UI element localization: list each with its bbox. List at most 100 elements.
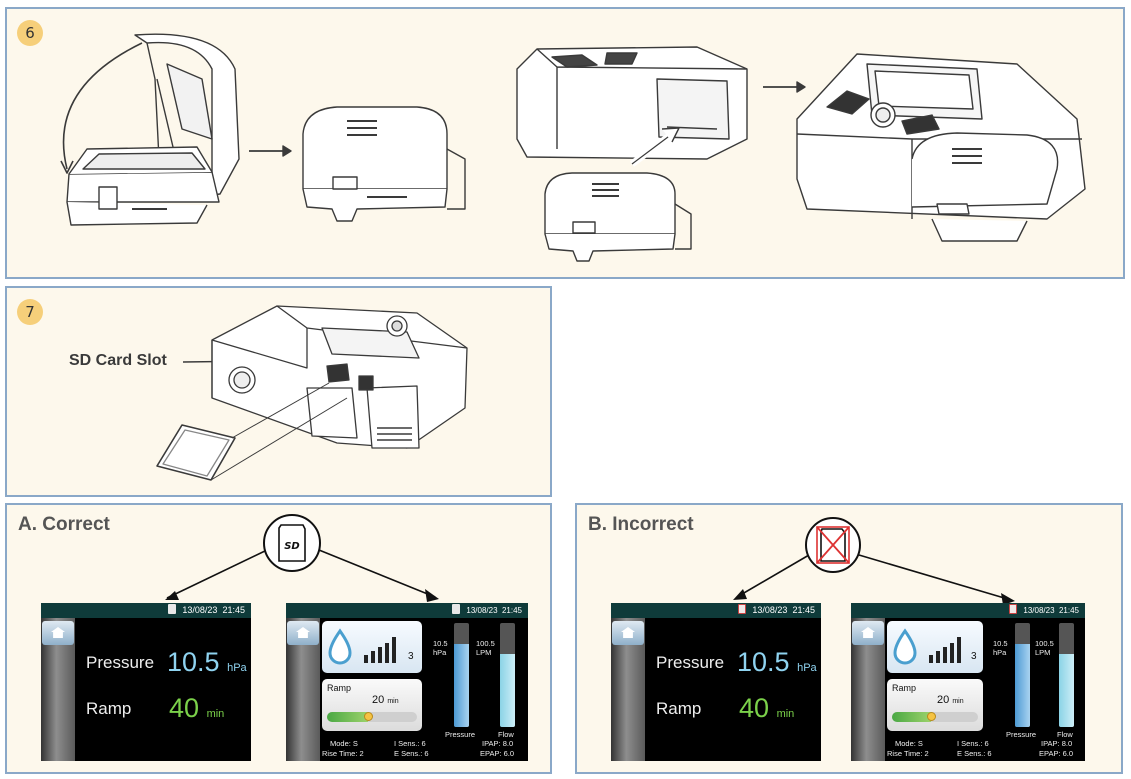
correct-main-screen: 13/08/23 21:45 Pressure 10.5 hPa Ramp 40… [41, 603, 251, 761]
flow-bar-label: Flow [1057, 730, 1073, 739]
home-button[interactable] [612, 621, 644, 645]
pressure-bar-fill [454, 643, 469, 727]
step-7-badge: 7 [17, 299, 43, 325]
epap-text: EPAP: 6.0 [480, 749, 515, 758]
status-date: 13/08/23 [1023, 606, 1055, 615]
pressure-value: 10.5 hPa [167, 647, 247, 677]
closed-humidifier-drawing [302, 106, 466, 222]
step-7-panel: 7 SD Card Slot [5, 286, 552, 497]
ramp-progress-knob[interactable] [926, 712, 936, 721]
e-sens-text: E Sens.: 6 [957, 749, 992, 758]
sd-card-crossed-icon [805, 517, 861, 573]
flow-bar-fill [500, 654, 515, 727]
mode-text: Mode: S [330, 739, 358, 748]
correct-callout: SD [165, 514, 439, 602]
mode-text: Mode: S [895, 739, 923, 748]
ipap-text: IPAP: 8.0 [482, 739, 514, 748]
sd-status-icon [452, 604, 461, 614]
humidity-card[interactable]: 3 [322, 621, 422, 673]
ramp-value: 20 min [372, 694, 399, 706]
step-6-panel: 6 [5, 7, 1125, 279]
home-button[interactable] [852, 621, 884, 645]
correct-title: A. Correct [18, 514, 110, 535]
ramp-progress-fill [892, 712, 931, 722]
epap-text: EPAP: 6.0 [1039, 749, 1074, 758]
svg-text:SD: SD [284, 541, 300, 552]
ipap-text: IPAP: 8.0 [1041, 739, 1073, 748]
pressure-bar-fill [1015, 643, 1030, 727]
ramp-progress-fill [327, 712, 368, 722]
humidity-level: 3 [971, 651, 977, 662]
pressure-bar [454, 623, 469, 727]
sd-card-icon: SD [263, 514, 321, 572]
pressure-label: Pressure [656, 653, 725, 672]
pressure-value: 10.5 hPa [737, 647, 817, 677]
assembled-device-drawing [796, 53, 1086, 242]
sd-card-slot-label: SD Card Slot [69, 352, 167, 369]
open-humidifier-drawing [60, 33, 240, 226]
status-bar: 13/08/23 21:45 [41, 603, 251, 618]
pressure-bar [1015, 623, 1030, 727]
ramp-progress-knob[interactable] [363, 712, 373, 721]
rise-time-text: Rise Time: 2 [322, 749, 364, 758]
ramp-label: Ramp [656, 699, 702, 718]
ramp-card[interactable]: Ramp 20 min [887, 679, 983, 731]
ramp-label: Ramp [892, 683, 917, 693]
status-date: 13/08/23 [466, 606, 498, 615]
humidity-level: 3 [408, 651, 414, 662]
flow-bar-fill [1059, 654, 1074, 727]
sd-error-status-icon [1009, 604, 1018, 614]
e-sens-text: E Sens.: 6 [394, 749, 429, 758]
ramp-label: Ramp [86, 699, 132, 718]
status-date: 13/08/23 [182, 605, 218, 615]
flow-bar-label: Flow [498, 730, 514, 739]
inserting-humidifier-drawing [544, 172, 692, 262]
ramp-label: Ramp [327, 683, 352, 693]
humidity-card[interactable]: 3 [887, 621, 983, 673]
sd-error-status-icon [738, 604, 747, 614]
sd-status-icon [168, 604, 177, 614]
status-bar: 13/08/23 21:45 [611, 603, 821, 618]
sd-card-drawing [156, 382, 348, 481]
humidity-level-icon [929, 637, 961, 663]
ramp-value: 20 min [937, 694, 964, 706]
humidity-graphic [328, 628, 396, 665]
incorrect-panel: B. Incorrect 13/08/23 21:45 Pressure 10.… [575, 503, 1123, 774]
water-drop-icon [328, 628, 352, 665]
sd-card-insertion-illustration [156, 305, 468, 481]
status-time: 21:45 [1058, 606, 1079, 615]
step-6-badge: 6 [17, 20, 43, 46]
device-rear-drawing [211, 305, 468, 449]
i-sens-text: I Sens.: 6 [957, 739, 989, 748]
incorrect-main-screen: 13/08/23 21:45 Pressure 10.5 hPa Ramp 40… [611, 603, 821, 761]
status-time: 21:45 [222, 605, 245, 615]
i-sens-text: I Sens.: 6 [394, 739, 426, 748]
status-date: 13/08/23 [752, 605, 788, 615]
pressure-bar-label: Pressure [445, 730, 476, 739]
ramp-value: 40 min [739, 693, 795, 723]
home-button[interactable] [287, 621, 319, 645]
flow-bar [1059, 623, 1074, 727]
status-time: 21:45 [792, 605, 815, 615]
status-bar: 13/08/23 21:45 [851, 603, 1085, 618]
ramp-value: 40 min [169, 693, 225, 723]
home-button[interactable] [42, 621, 74, 645]
status-time: 21:45 [501, 606, 522, 615]
pressure-label: Pressure [86, 653, 155, 672]
correct-panel: A. Correct SD 13/08/23 21:45 Pressure 10… [5, 503, 552, 774]
rise-time-text: Rise Time: 2 [887, 749, 929, 758]
water-drop-icon [893, 628, 917, 665]
step-6-illustration [60, 33, 1086, 262]
humidity-level-icon [364, 637, 396, 663]
pressure-bar-label: Pressure [1006, 730, 1037, 739]
ramp-card[interactable]: Ramp 20 min [322, 679, 422, 731]
incorrect-title: B. Incorrect [588, 514, 694, 535]
base-unit-drawing [516, 46, 748, 160]
incorrect-callout [733, 517, 1015, 605]
status-bar: 13/08/23 21:45 [286, 603, 528, 618]
humidity-graphic [893, 628, 961, 665]
